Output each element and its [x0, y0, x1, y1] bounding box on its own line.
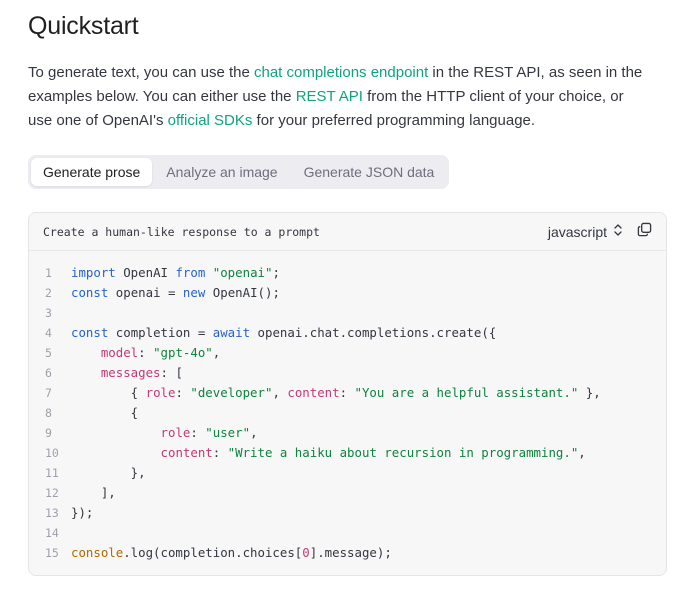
- example-tabs: Generate prose Analyze an image Generate…: [28, 155, 450, 189]
- code-line: 14: [29, 523, 666, 543]
- code-block: Create a human-like response to a prompt…: [28, 212, 667, 576]
- intro-paragraph: To generate text, you can use the chat c…: [28, 61, 648, 133]
- line-number: 4: [45, 326, 52, 340]
- chat-completions-link[interactable]: chat completions endpoint: [253, 64, 429, 81]
- line-content: });: [71, 505, 94, 520]
- chevron-up-down-icon: [613, 223, 623, 240]
- code-body: 1 import OpenAI from "openai"; 2 const open…: [29, 251, 666, 563]
- line-number: 12: [45, 486, 59, 500]
- language-select[interactable]: javascript: [548, 223, 623, 240]
- tab-analyze-image[interactable]: Analyze an image: [166, 164, 278, 180]
- code-line: 2 const openai = new OpenAI();: [29, 283, 666, 303]
- intro-text-1: To generate text, you can use the: [28, 64, 254, 81]
- line-content: import OpenAI from "openai";: [71, 265, 280, 280]
- official-sdks-link[interactable]: official SDKs: [167, 112, 253, 129]
- code-line: 8 {: [29, 403, 666, 423]
- line-content: const completion = await openai.chat.com…: [71, 325, 497, 340]
- code-actions: javascript: [548, 222, 652, 242]
- line-number: 2: [45, 286, 52, 300]
- code-line: 5 model: "gpt-4o",: [29, 343, 666, 363]
- rest-api-link[interactable]: REST API: [295, 88, 363, 105]
- intro-text-2: in the REST API, as seen in the examples…: [28, 64, 643, 105]
- code-line: 1 import OpenAI from "openai";: [29, 263, 666, 283]
- line-content: content: "Write a haiku about recursion …: [160, 445, 586, 460]
- line-number: 14: [45, 526, 59, 540]
- line-content: const openai = new OpenAI();: [71, 285, 280, 300]
- line-content: },: [71, 465, 146, 480]
- intro-text-3: from the HTTP client of your choice, or …: [28, 88, 624, 129]
- code-line: 9 role: "user",: [29, 423, 666, 443]
- line-content: role: "user",: [160, 425, 258, 440]
- code-line: 11 },: [29, 463, 666, 483]
- line-number: 5: [45, 346, 52, 360]
- language-label: javascript: [547, 223, 607, 240]
- line-number: 10: [45, 446, 59, 460]
- code-line: 15 console.log(completion.choices[0].mess…: [29, 543, 666, 563]
- intro-text-4: for your preferred programming language.: [252, 112, 536, 129]
- line-number: 9: [45, 426, 52, 440]
- line-content: ],: [71, 485, 116, 500]
- tab-generate-prose[interactable]: Generate prose: [31, 158, 153, 186]
- copy-icon: [637, 222, 652, 242]
- tab-generate-json[interactable]: Generate JSON data: [303, 164, 435, 180]
- code-line: 6 messages: [: [29, 363, 666, 383]
- line-number: 11: [45, 466, 59, 480]
- line-content: {: [71, 405, 139, 420]
- code-caption: Create a human-like response to a prompt: [43, 224, 320, 239]
- line-content: { role: "developer", content: "You are a…: [71, 385, 601, 400]
- line-number: 1: [45, 266, 52, 280]
- line-number: 13: [45, 506, 59, 520]
- code-line: 13});: [29, 503, 666, 523]
- code-line: 3: [29, 303, 666, 323]
- line-content: console.log(completion.choices[0].messag…: [71, 545, 392, 560]
- code-line: 4 const completion = await openai.chat.co…: [29, 323, 666, 343]
- line-number: 3: [45, 306, 52, 320]
- line-number: 15: [45, 546, 59, 560]
- line-number: 6: [45, 366, 52, 380]
- code-line: 10 content: "Write a haiku about recursi…: [29, 443, 666, 463]
- line-number: 8: [45, 406, 52, 420]
- code-header: Create a human-like response to a prompt…: [29, 213, 666, 251]
- copy-button[interactable]: [637, 222, 652, 242]
- code-line: 7 { role: "developer", content: "You are…: [29, 383, 666, 403]
- page-title: Quickstart: [28, 12, 139, 40]
- code-line: 12 ],: [29, 483, 666, 503]
- line-number: 7: [45, 386, 52, 400]
- line-content: messages: [: [100, 365, 183, 380]
- line-content: model: "gpt-4o",: [100, 345, 221, 360]
